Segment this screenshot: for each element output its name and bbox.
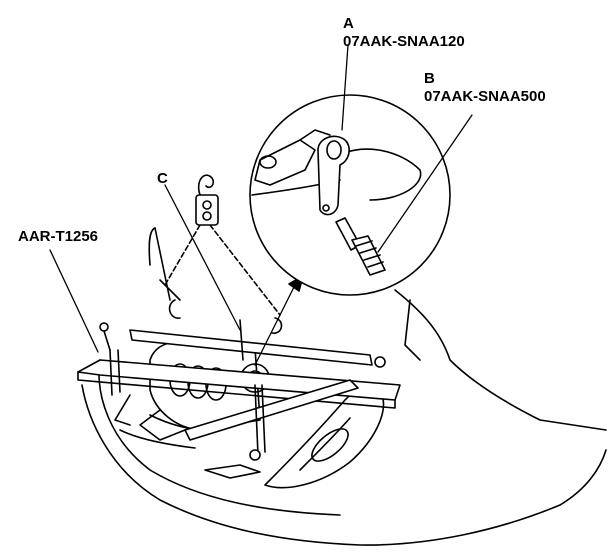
- detail-circle: [249, 44, 473, 296]
- label-c-letter: C: [157, 170, 168, 187]
- lift-chains: [159, 174, 281, 316]
- label-b-letter: B: [424, 70, 435, 87]
- label-b-part-number: 07AAK-SNAA500: [424, 88, 546, 105]
- vehicle-body: [81, 227, 607, 546]
- label-support-part: AAR-T1256: [18, 228, 99, 245]
- label-a-part-number: 07AAK-SNAA120: [343, 33, 465, 50]
- pointer-lines: [49, 184, 296, 366]
- support-bar: [77, 299, 401, 461]
- label-a-letter: A: [343, 15, 354, 32]
